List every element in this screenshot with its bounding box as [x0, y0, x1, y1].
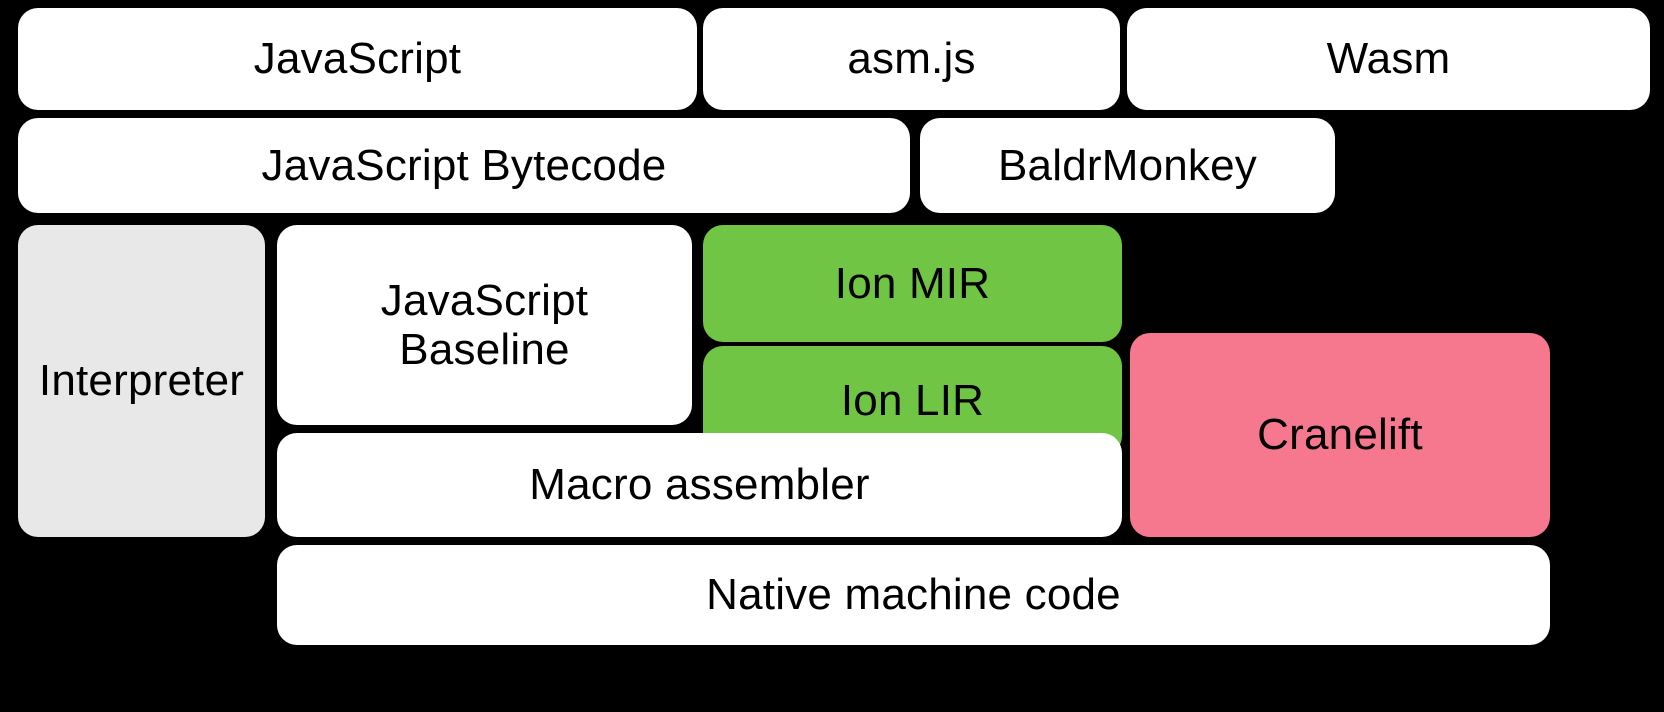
node-javascript[interactable]: JavaScript — [18, 8, 697, 110]
node-baldrmonkey[interactable]: BaldrMonkey — [920, 118, 1335, 213]
node-javascript-baseline[interactable]: JavaScript Baseline — [277, 225, 692, 425]
node-wasm[interactable]: Wasm — [1127, 8, 1650, 110]
node-native-machine-code[interactable]: Native machine code — [277, 545, 1550, 645]
node-macro-assembler[interactable]: Macro assembler — [277, 433, 1122, 537]
node-cranelift[interactable]: Cranelift — [1130, 333, 1550, 537]
node-interpreter[interactable]: Interpreter — [18, 225, 265, 537]
node-asmjs[interactable]: asm.js — [703, 8, 1120, 110]
node-ion-mir[interactable]: Ion MIR — [703, 225, 1122, 342]
node-javascript-bytecode[interactable]: JavaScript Bytecode — [18, 118, 910, 213]
